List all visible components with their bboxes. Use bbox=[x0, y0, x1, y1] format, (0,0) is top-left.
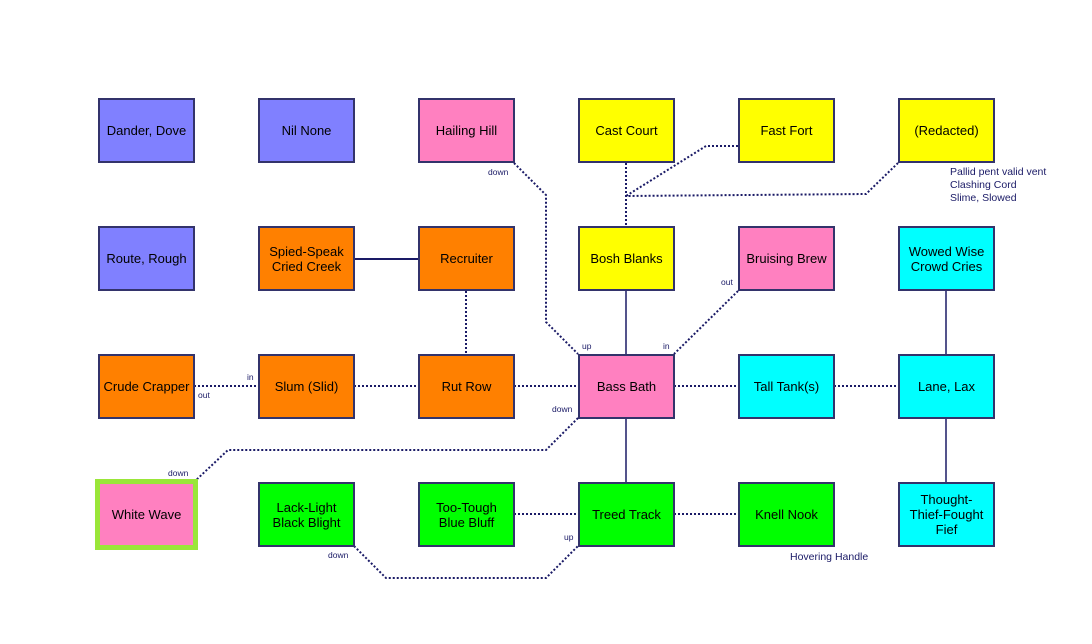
room-too-tough[interactable]: Too-Tough Blue Bluff bbox=[418, 482, 515, 547]
room-cast-court[interactable]: Cast Court bbox=[578, 98, 675, 163]
exit-label-bass-down: down bbox=[552, 404, 573, 414]
exit-label-hailing-down: down bbox=[488, 167, 509, 177]
edge-redacted-bosh bbox=[625, 162, 899, 197]
exit-label-treed-up: up bbox=[564, 532, 574, 542]
room-rut-row[interactable]: Rut Row bbox=[418, 354, 515, 419]
room-treed-track[interactable]: Treed Track bbox=[578, 482, 675, 547]
room-recruiter[interactable]: Recruiter bbox=[418, 226, 515, 291]
room-bosh-blanks[interactable]: Bosh Blanks bbox=[578, 226, 675, 291]
room-spied-speak[interactable]: Spied-Speak Cried Creek bbox=[258, 226, 355, 291]
room-crude-crapper[interactable]: Crude Crapper bbox=[98, 354, 195, 419]
room-redacted[interactable]: (Redacted) bbox=[898, 98, 995, 163]
room-tall-tanks[interactable]: Tall Tank(s) bbox=[738, 354, 835, 419]
exit-label-lack-down: down bbox=[328, 550, 349, 560]
room-slum-slid[interactable]: Slum (Slid) bbox=[258, 354, 355, 419]
room-lack-light[interactable]: Lack-Light Black Blight bbox=[258, 482, 355, 547]
room-bruising-brew[interactable]: Bruising Brew bbox=[738, 226, 835, 291]
edge-bass-white bbox=[193, 417, 579, 483]
room-dander-dove[interactable]: Dander, Dove bbox=[98, 98, 195, 163]
room-white-wave[interactable]: White Wave bbox=[95, 479, 198, 550]
room-bass-bath[interactable]: Bass Bath bbox=[578, 354, 675, 419]
room-note-redacted: Pallid pent valid vent Clashing Cord Sli… bbox=[950, 166, 1047, 204]
exit-label-crude-out: out bbox=[198, 390, 210, 400]
room-thought-thief[interactable]: Thought- Thief-Fought Fief bbox=[898, 482, 995, 547]
edge-lack-treed bbox=[353, 545, 579, 579]
exit-label-bruising-out: out bbox=[721, 277, 733, 287]
room-hailing-hill[interactable]: Hailing Hill bbox=[418, 98, 515, 163]
room-lane-lax[interactable]: Lane, Lax bbox=[898, 354, 995, 419]
edge-fast-bosh bbox=[625, 145, 738, 197]
exit-label-bass-up: up bbox=[582, 341, 592, 351]
edge-hailing-bass bbox=[513, 162, 579, 355]
room-nil-none[interactable]: Nil None bbox=[258, 98, 355, 163]
exit-label-slum-in: in bbox=[247, 372, 254, 382]
exit-label-bass-in: in bbox=[663, 341, 670, 351]
exit-label-white-down: down bbox=[168, 468, 189, 478]
room-note-knell-nook: Hovering Handle bbox=[790, 551, 869, 563]
room-route-rough[interactable]: Route, Rough bbox=[98, 226, 195, 291]
room-fast-fort[interactable]: Fast Fort bbox=[738, 98, 835, 163]
edge-bruising-bass bbox=[673, 290, 739, 355]
room-knell-nook[interactable]: Knell Nook bbox=[738, 482, 835, 547]
room-wowed-wise[interactable]: Wowed Wise Crowd Cries bbox=[898, 226, 995, 291]
